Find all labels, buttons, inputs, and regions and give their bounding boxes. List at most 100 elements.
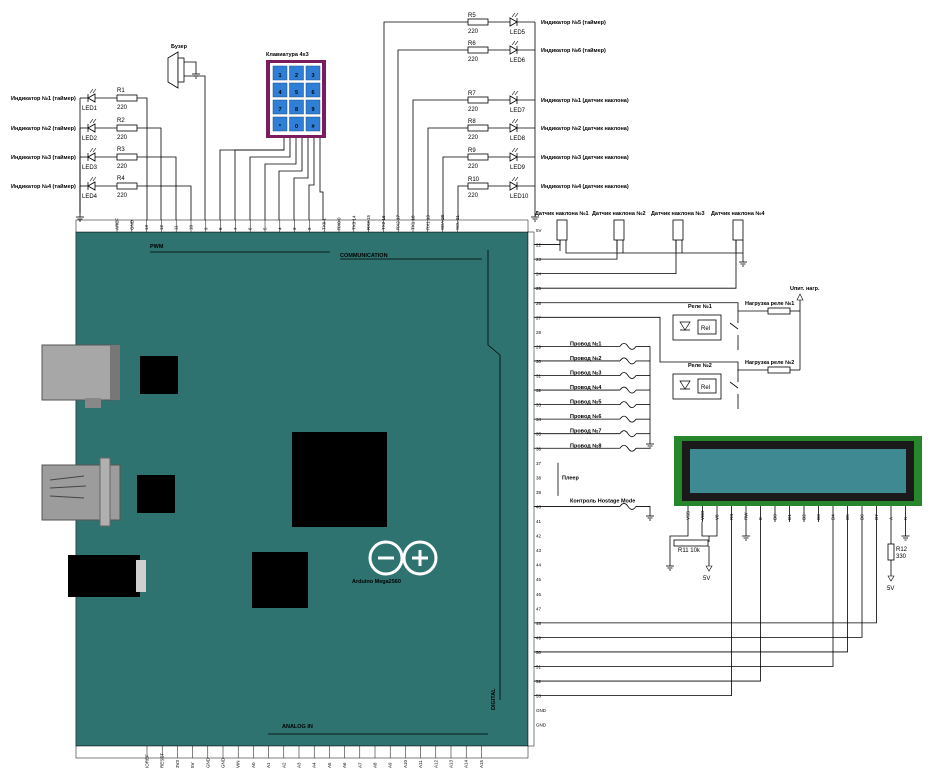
resistor-icon bbox=[467, 124, 489, 132]
hostage-label: Контроль Hostage Mode bbox=[570, 498, 635, 504]
led-triangle bbox=[509, 123, 518, 133]
top-pin-label: 10 bbox=[189, 224, 194, 230]
resistor-name: R4 bbox=[117, 176, 125, 182]
right-pin-label: 22 bbox=[536, 243, 542, 248]
chip-small-1 bbox=[140, 356, 178, 394]
power-arrow-icon bbox=[796, 293, 804, 301]
resistor-icon bbox=[116, 124, 138, 132]
left-led-indicator-label: Индикатор №3 (таймер) bbox=[11, 154, 76, 161]
top-pin-label: 6 bbox=[248, 227, 253, 230]
chip-usb bbox=[252, 552, 308, 608]
led-ray bbox=[511, 40, 516, 46]
lcd-pin-label: D4 bbox=[831, 514, 836, 520]
led-icon bbox=[87, 88, 97, 103]
relay-coil-label: Rel bbox=[701, 385, 710, 391]
lcd-pin-label: D2 bbox=[802, 514, 807, 520]
right-pin-label: GND bbox=[536, 708, 547, 713]
led-icon bbox=[509, 118, 519, 133]
right-pin-label: 39 bbox=[536, 490, 542, 495]
right-pin-label: 29 bbox=[536, 344, 542, 349]
right-pin-label: 42 bbox=[536, 534, 542, 539]
keypad-title: Клавиатура 4x3 bbox=[266, 52, 309, 58]
led-name: LED10 bbox=[510, 194, 529, 200]
bottom-pin-label: A4 bbox=[312, 762, 317, 768]
resistor-value: 220 bbox=[468, 164, 479, 170]
relay-coil bbox=[697, 378, 717, 394]
led-wire bbox=[137, 127, 162, 220]
top-led-indicator-label: Индикатор №2 (датчик наклона) bbox=[541, 126, 629, 132]
bottom-pin-label: 5V bbox=[190, 762, 195, 768]
chip-small-2 bbox=[137, 475, 175, 513]
resistor-icon bbox=[467, 46, 489, 54]
keypad-wire bbox=[308, 138, 315, 220]
relay-led-icon bbox=[679, 321, 691, 331]
lcd-pin-label: D3 bbox=[816, 514, 821, 520]
bottom-pin-label: GND bbox=[205, 757, 210, 768]
wire-label: Провод №3 bbox=[570, 371, 601, 377]
bottom-pin-label: 3V3 bbox=[175, 759, 180, 768]
relay-switch bbox=[729, 381, 739, 389]
wires-layer bbox=[79, 21, 906, 696]
keypad-wire bbox=[264, 138, 297, 220]
led-name: LED9 bbox=[510, 165, 526, 171]
chip-main bbox=[292, 432, 387, 527]
tilt-wire bbox=[534, 240, 618, 260]
resistor-value: 220 bbox=[117, 193, 128, 199]
led-ray bbox=[89, 176, 94, 182]
wire-label: Провод №4 bbox=[570, 385, 602, 391]
tilt-sensor-icon bbox=[556, 219, 568, 241]
resistor-value: 220 bbox=[468, 135, 479, 141]
r12-name: R12 bbox=[896, 547, 908, 553]
lcd-pin-label: VDD bbox=[700, 510, 705, 520]
keypad-wire bbox=[278, 138, 303, 220]
keypad-key bbox=[305, 82, 321, 98]
lcd-pin-label: RW bbox=[744, 512, 749, 520]
led-icon bbox=[509, 176, 519, 191]
right-pin-label: 51 bbox=[536, 665, 542, 670]
top-pin-label: TX0 1 bbox=[322, 217, 327, 230]
wire-jumper-icon bbox=[619, 444, 637, 452]
tilt-sensor-label: Датчик наклона №4 bbox=[711, 211, 766, 217]
keypad-key-label: 2 bbox=[295, 73, 298, 79]
led-ray bbox=[511, 118, 516, 124]
led-ray bbox=[511, 176, 516, 182]
lcd-data-wire bbox=[534, 522, 877, 624]
resistor-value: 220 bbox=[468, 193, 479, 199]
potentiometer-icon bbox=[673, 539, 709, 547]
top-led-indicator-label: Индикатор №4 (датчик наклона) bbox=[541, 184, 629, 190]
led-wire bbox=[137, 185, 192, 220]
keypad-key-label: 1 bbox=[278, 73, 281, 79]
board-bottom-header bbox=[75, 745, 529, 759]
right-pin-label: 23 bbox=[536, 257, 542, 262]
wire-label: Провод №1 bbox=[570, 341, 601, 347]
top-pin-label: 5 bbox=[263, 227, 268, 230]
led-name: LED4 bbox=[82, 194, 98, 200]
board-name: Arduino Mega2560 bbox=[352, 579, 401, 585]
resistor-value: 220 bbox=[117, 164, 128, 170]
bottom-pin-label: A1 bbox=[266, 762, 271, 768]
wire-label: Провод №5 bbox=[570, 400, 601, 406]
resistor-icon bbox=[116, 182, 138, 190]
tilt-sensor-label: Датчик наклона №1 bbox=[535, 211, 589, 217]
resistor-name: R7 bbox=[468, 91, 476, 97]
top-pin-label: 13 bbox=[144, 224, 149, 230]
keypad-key bbox=[272, 82, 288, 98]
led-icon bbox=[509, 12, 519, 27]
keypad-wire bbox=[319, 138, 324, 220]
lcd-pin-label: D7 bbox=[874, 514, 879, 520]
analog-in-label: ANALOG IN bbox=[282, 724, 313, 730]
bottom-pin-label: VIN bbox=[236, 760, 241, 768]
buzzer-wire bbox=[184, 75, 206, 220]
led-ray bbox=[92, 147, 97, 153]
resistor-name: R8 bbox=[468, 119, 476, 125]
top-pin-label: 11 bbox=[174, 225, 179, 230]
right-pin-label: 26 bbox=[536, 301, 542, 306]
top-pin-label: RX3 15 bbox=[366, 214, 371, 230]
led-ray bbox=[514, 90, 519, 96]
bottom-pin-label: IOREF bbox=[145, 754, 150, 768]
usb-b-connector bbox=[41, 344, 115, 401]
wire-label: Провод №8 bbox=[570, 443, 601, 449]
lcd-pin-label: VSS bbox=[686, 511, 691, 520]
led-triangle bbox=[509, 181, 518, 191]
top-pin-label: RX0 0 bbox=[337, 217, 342, 230]
